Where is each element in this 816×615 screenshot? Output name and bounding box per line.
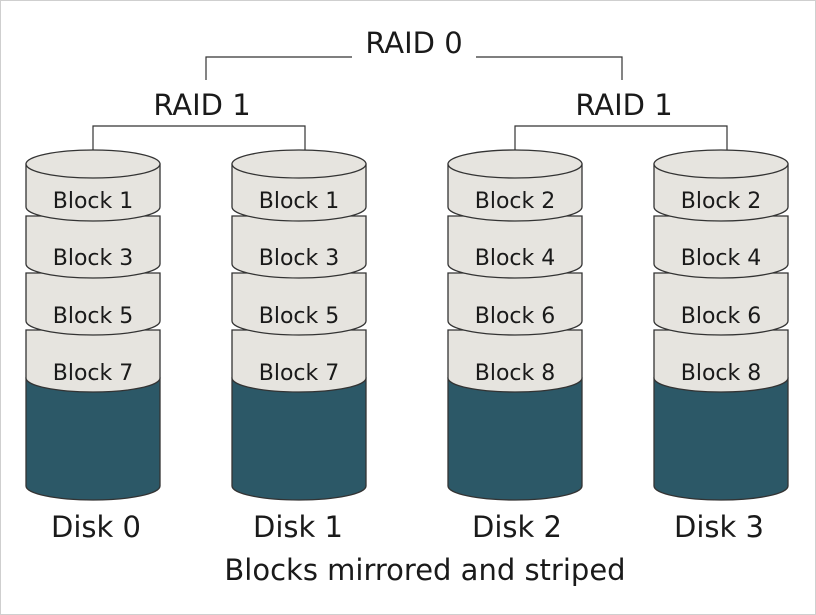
disk-base xyxy=(653,377,789,501)
disk-label: Disk 0 xyxy=(51,510,141,544)
disk-top-cap xyxy=(231,149,367,179)
raid1-label-left: RAID 1 xyxy=(153,88,250,122)
disk-label: Disk 2 xyxy=(472,510,562,544)
raid1-label-right: RAID 1 xyxy=(575,88,672,122)
disk-block xyxy=(447,215,583,279)
disk-base xyxy=(231,377,367,501)
block-label: Block 1 xyxy=(53,189,134,214)
disk-block xyxy=(231,329,367,393)
raid1-bracket-left xyxy=(92,125,306,152)
block-label: Block 8 xyxy=(475,361,556,386)
block-label: Block 7 xyxy=(259,361,340,386)
disk-block xyxy=(25,329,161,393)
block-label: Block 3 xyxy=(259,246,340,271)
disk-block xyxy=(653,163,789,222)
disk-block xyxy=(25,163,161,222)
disk-block xyxy=(231,163,367,222)
block-label: Block 5 xyxy=(53,304,134,329)
disk-block xyxy=(231,272,367,336)
disk-top-cap xyxy=(25,149,161,179)
raid0-label-backdrop xyxy=(352,28,476,62)
disk-0: Block 1 Block 3 Block 5 Block 7 Disk 0 xyxy=(25,149,161,544)
disk-block xyxy=(447,329,583,393)
diagram-caption: Blocks mirrored and striped xyxy=(224,553,625,587)
disk-base xyxy=(447,377,583,501)
disk-block xyxy=(231,215,367,279)
raid1-bracket-right xyxy=(514,125,728,152)
disk-block xyxy=(25,215,161,279)
disk-top-cap xyxy=(653,149,789,179)
disk-base xyxy=(25,377,161,501)
block-label: Block 6 xyxy=(681,304,762,329)
disk-1: Block 1 Block 3 Block 5 Block 7 Disk 1 xyxy=(231,149,367,544)
raid0-label: RAID 0 xyxy=(365,26,462,60)
disk-block xyxy=(653,329,789,393)
disk-label: Disk 1 xyxy=(253,510,343,544)
disk-block xyxy=(25,272,161,336)
disk-block xyxy=(653,215,789,279)
disk-block xyxy=(447,272,583,336)
block-label: Block 1 xyxy=(259,189,340,214)
disk-top-cap xyxy=(447,149,583,179)
block-label: Block 5 xyxy=(259,304,340,329)
disk-block xyxy=(447,163,583,222)
disk-2: Block 2 Block 4 Block 6 Block 8 Disk 2 xyxy=(447,149,583,544)
block-label: Block 4 xyxy=(681,246,762,271)
block-label: Block 7 xyxy=(53,361,134,386)
block-label: Block 4 xyxy=(475,246,556,271)
disk-block xyxy=(653,272,789,336)
disk-label: Disk 3 xyxy=(674,510,764,544)
block-label: Block 2 xyxy=(475,189,556,214)
block-label: Block 3 xyxy=(53,246,134,271)
block-label: Block 6 xyxy=(475,304,556,329)
block-label: Block 2 xyxy=(681,189,762,214)
disk-3: Block 2 Block 4 Block 6 Block 8 Disk 3 xyxy=(653,149,789,544)
block-label: Block 8 xyxy=(681,361,762,386)
